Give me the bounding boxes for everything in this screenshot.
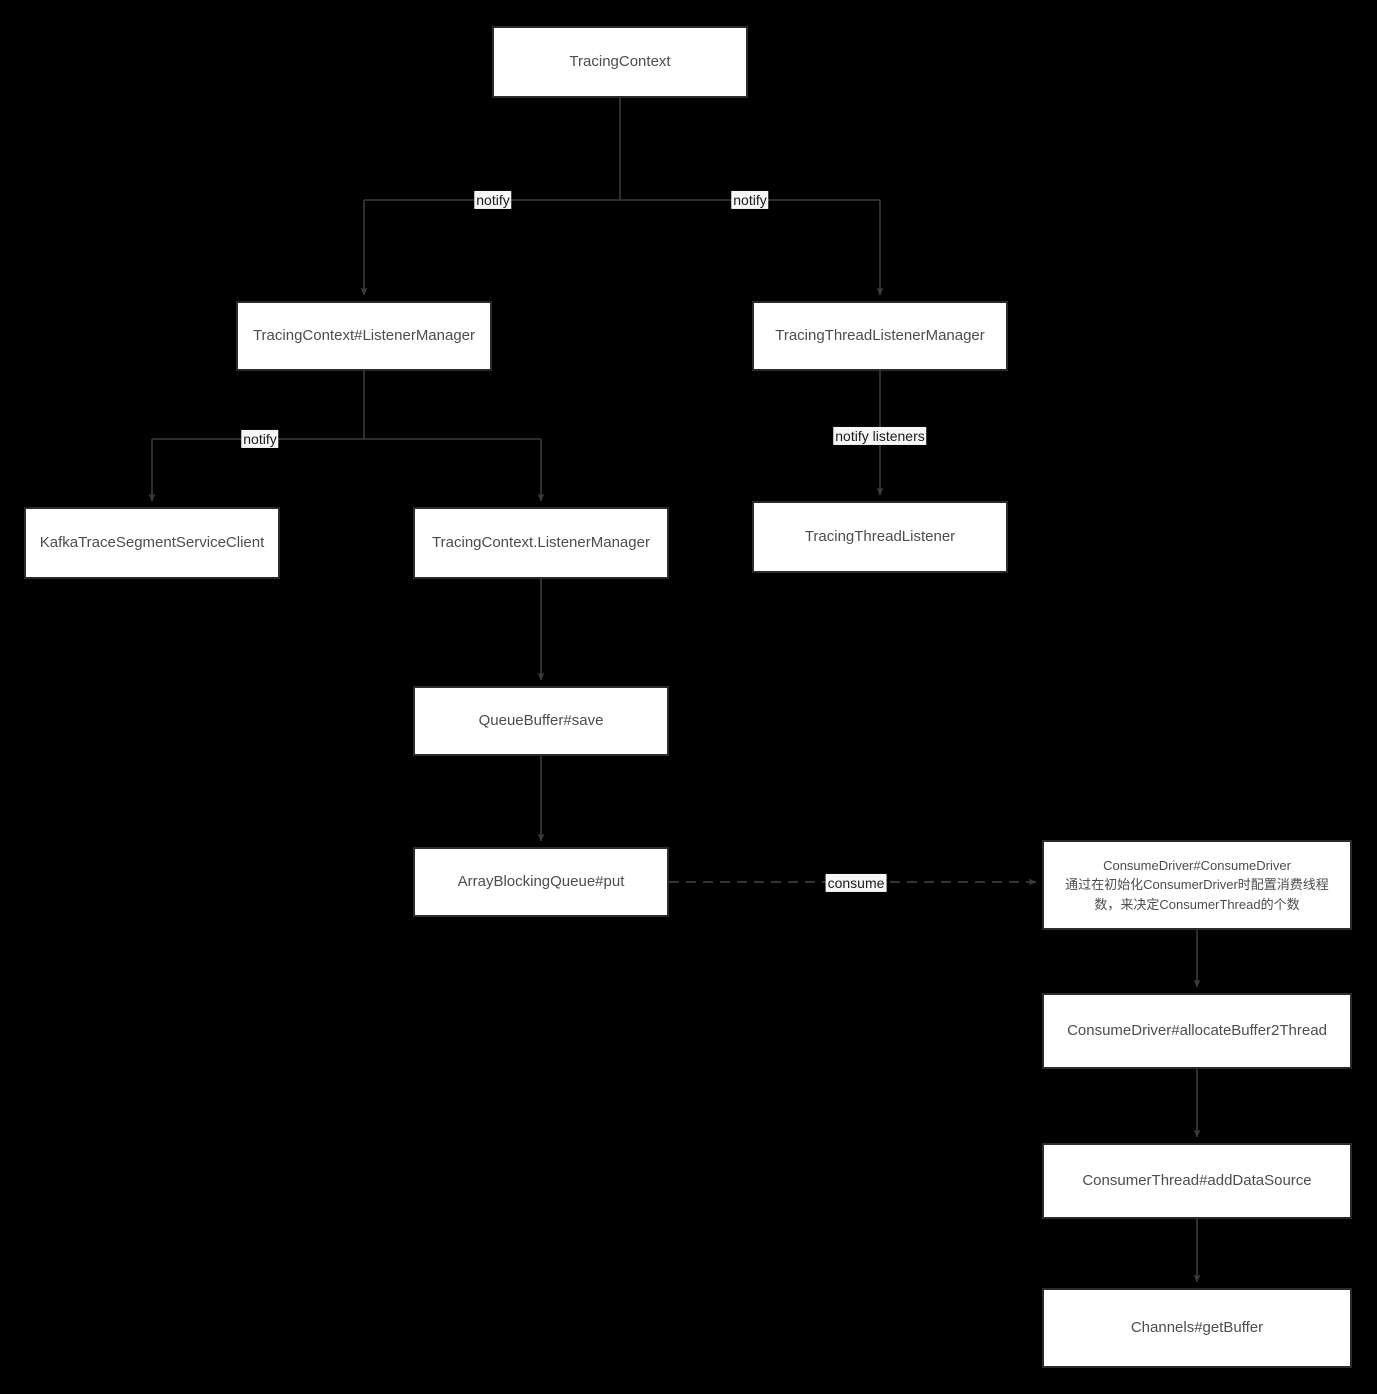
node-queue-buffer-save[interactable]: QueueBuffer#save (413, 686, 669, 756)
node-label: TracingThreadListenerManager (775, 327, 985, 345)
node-label: KafkaTraceSegmentServiceClient (39, 534, 265, 552)
node-array-blocking-queue-put[interactable]: ArrayBlockingQueue#put (413, 847, 669, 917)
node-label: ArrayBlockingQueue#put (457, 873, 625, 891)
edge-label-notify-thread-listener-manager: notify (731, 190, 769, 210)
node-tracing-thread-listener[interactable]: TracingThreadListener (752, 501, 1008, 573)
node-channels-get-buffer[interactable]: Channels#getBuffer (1042, 1288, 1352, 1368)
node-tracing-context[interactable]: TracingContext (492, 26, 748, 98)
edge-label-consume: consume (825, 873, 887, 893)
node-label: TracingContext.ListenerManager (432, 534, 650, 552)
node-tracing-context-listener-manager-class[interactable]: TracingContext.ListenerManager (413, 507, 669, 579)
node-label: TracingContext (569, 53, 671, 71)
edge-label-notify-listeners: notify listeners (833, 426, 927, 446)
edge-label-notify-kafka-client: notify (241, 429, 279, 449)
node-label: ConsumeDriver#ConsumeDriver 通过在初始化Consum… (1065, 857, 1329, 912)
node-consume-driver-constructor[interactable]: ConsumeDriver#ConsumeDriver 通过在初始化Consum… (1042, 840, 1352, 930)
node-tracing-thread-listener-manager[interactable]: TracingThreadListenerManager (752, 301, 1008, 371)
node-label: Channels#getBuffer (1130, 1319, 1264, 1337)
node-label: QueueBuffer#save (478, 712, 604, 730)
node-consumer-thread-add-data-source[interactable]: ConsumerThread#addDataSource (1042, 1143, 1352, 1219)
node-label: TracingThreadListener (804, 528, 956, 546)
node-kafka-trace-segment-service-client[interactable]: KafkaTraceSegmentServiceClient (24, 507, 280, 579)
node-label: ConsumeDriver#allocateBuffer2Thread (1067, 1022, 1327, 1040)
edge-label-notify-listener-manager: notify (474, 190, 512, 210)
node-consume-driver-allocate-buffer-2-thread[interactable]: ConsumeDriver#allocateBuffer2Thread (1042, 993, 1352, 1069)
node-tracing-context-listener-manager[interactable]: TracingContext#ListenerManager (236, 301, 492, 371)
node-label: ConsumerThread#addDataSource (1082, 1172, 1312, 1190)
node-label: TracingContext#ListenerManager (252, 327, 476, 345)
